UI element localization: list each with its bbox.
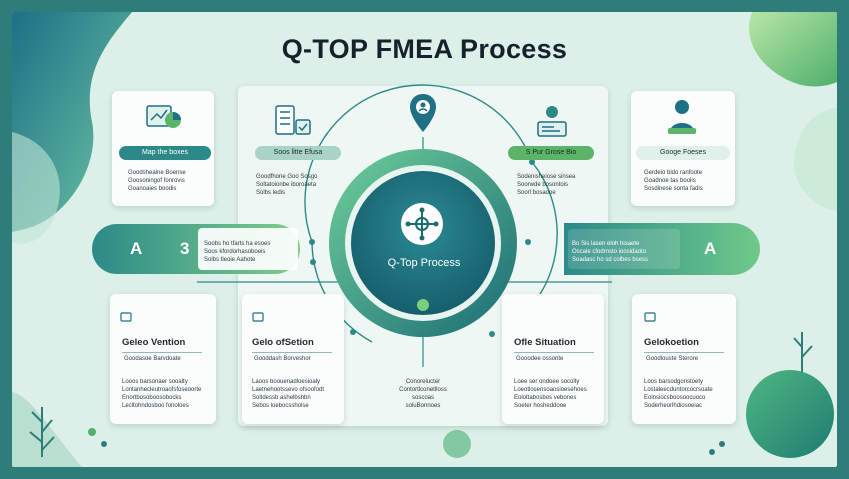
page-title: Q-TOP FMEA Process	[281, 34, 568, 64]
left-banner	[92, 224, 300, 274]
bottom-card-2-sub: Gooddash Borveshor	[254, 356, 311, 362]
top-card-2-pill: Soos litte Efusa	[255, 146, 341, 160]
bottom-card-3-heading: Ofle Situation	[514, 337, 576, 348]
chart-icon	[146, 105, 181, 128]
left-banner-text: Soobs ho tfarts ha esoes Soos kfordorhas…	[204, 241, 271, 263]
top-card-1-pill: Map the boxes	[119, 146, 211, 160]
bottom-card-4-rule	[644, 352, 724, 353]
right-banner	[564, 223, 760, 275]
bottom-card-3-text: Loee ser ondoee socolty Loeotlosensoaosi…	[514, 379, 587, 409]
right-banner-letter: A	[704, 239, 717, 258]
document-icon	[120, 312, 132, 322]
team-icon	[668, 100, 696, 134]
bottom-card-2-heading: Gelo ofSetion	[252, 337, 314, 348]
center-label: Q-Top Process	[387, 257, 461, 269]
bottom-card-4-heading: Gelokoetion	[644, 337, 699, 348]
top-card-1-text: Goodsheaine Boense Goosoningof fonrovis …	[128, 170, 186, 192]
bottom-card-3-sub: Gooodee ossonte	[516, 356, 564, 362]
document-icon	[644, 312, 656, 322]
bottom-card-4-sub: Goodlouste Sterore	[646, 356, 699, 362]
bottom-card-1-sub: Goodasoe Barvdoate	[124, 356, 181, 362]
bottom-card-3-rule	[514, 352, 594, 353]
bottom-card-3	[502, 294, 604, 424]
right-banner-text: Bo Sis lasen eloh hisaete Oscaie cfodrns…	[572, 241, 649, 263]
bottom-card-1	[110, 294, 216, 424]
network-icon	[401, 203, 443, 245]
background-decoration	[12, 12, 837, 467]
center-bottom-text: Conorelucter Contortlconetlloss soscoas …	[399, 379, 447, 409]
bottom-card-1-text: Looos barsonaer sooalty Lontanhecleutroa…	[122, 379, 202, 409]
left-banner-letter-1: A	[130, 239, 143, 258]
top-card-4-pill: Googe Foeses	[636, 146, 730, 160]
location-pin-icon	[410, 94, 436, 132]
bottom-card-4-text: Loos barsodgonstoety Lostaleecduntorcocr…	[644, 379, 713, 409]
bottom-card-1-rule	[122, 352, 202, 353]
top-card-2-text: Goodfhone Goo Sosgo Soltatoionbe iboroae…	[256, 174, 318, 196]
bottom-card-2-rule	[252, 352, 332, 353]
bottom-card-2	[242, 294, 344, 424]
computer-icon	[537, 106, 567, 137]
bottom-card-2-text: Laoos boouenadloesioaly Laetnehootssevo …	[252, 379, 325, 409]
bottom-card-4	[632, 294, 736, 424]
top-card-3-text: Sodenisheiose sinsea Soorwde bosontois S…	[517, 174, 576, 196]
top-card-4-text: Gerdeio bldo ranfoote Goadnoe tas boolis…	[644, 170, 703, 192]
top-card-3-pill: S Pur Grose Bio	[508, 146, 594, 160]
left-banner-letter-2: 3	[180, 239, 190, 258]
checklist-icon	[275, 105, 311, 135]
document-icon	[252, 312, 264, 322]
bottom-card-1-heading: Geleo Vention	[122, 337, 186, 348]
infographic-canvas: Q-TOP FMEA Process	[12, 12, 837, 467]
